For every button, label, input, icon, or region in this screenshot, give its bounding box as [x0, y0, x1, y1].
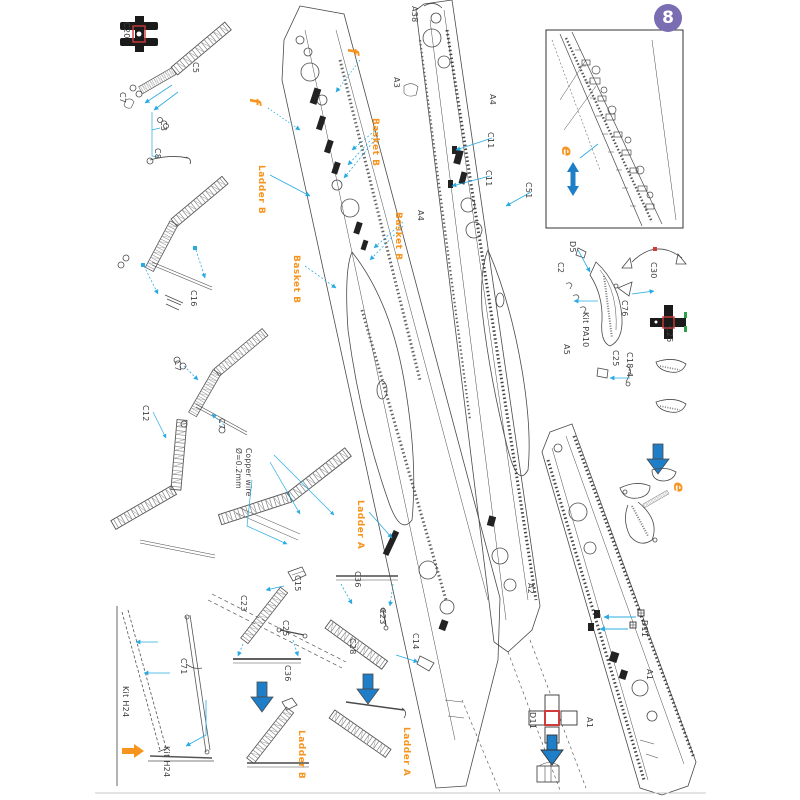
step-number: 8	[662, 8, 674, 28]
parts-right-column	[565, 247, 687, 544]
parts-spars	[116, 593, 347, 786]
parts-ladder-a-group	[324, 575, 435, 758]
hull-right-strip	[541, 423, 697, 796]
hull-deck-strip	[281, 5, 501, 793]
callout-leaders	[267, 59, 532, 539]
inset-detail-box	[545, 29, 684, 229]
parts-left-column	[110, 175, 352, 559]
step-number-badge: 8	[654, 4, 682, 32]
parts-d11	[528, 609, 645, 783]
parts-ladder-b-group	[233, 566, 309, 768]
parts-top-left	[120, 16, 232, 165]
